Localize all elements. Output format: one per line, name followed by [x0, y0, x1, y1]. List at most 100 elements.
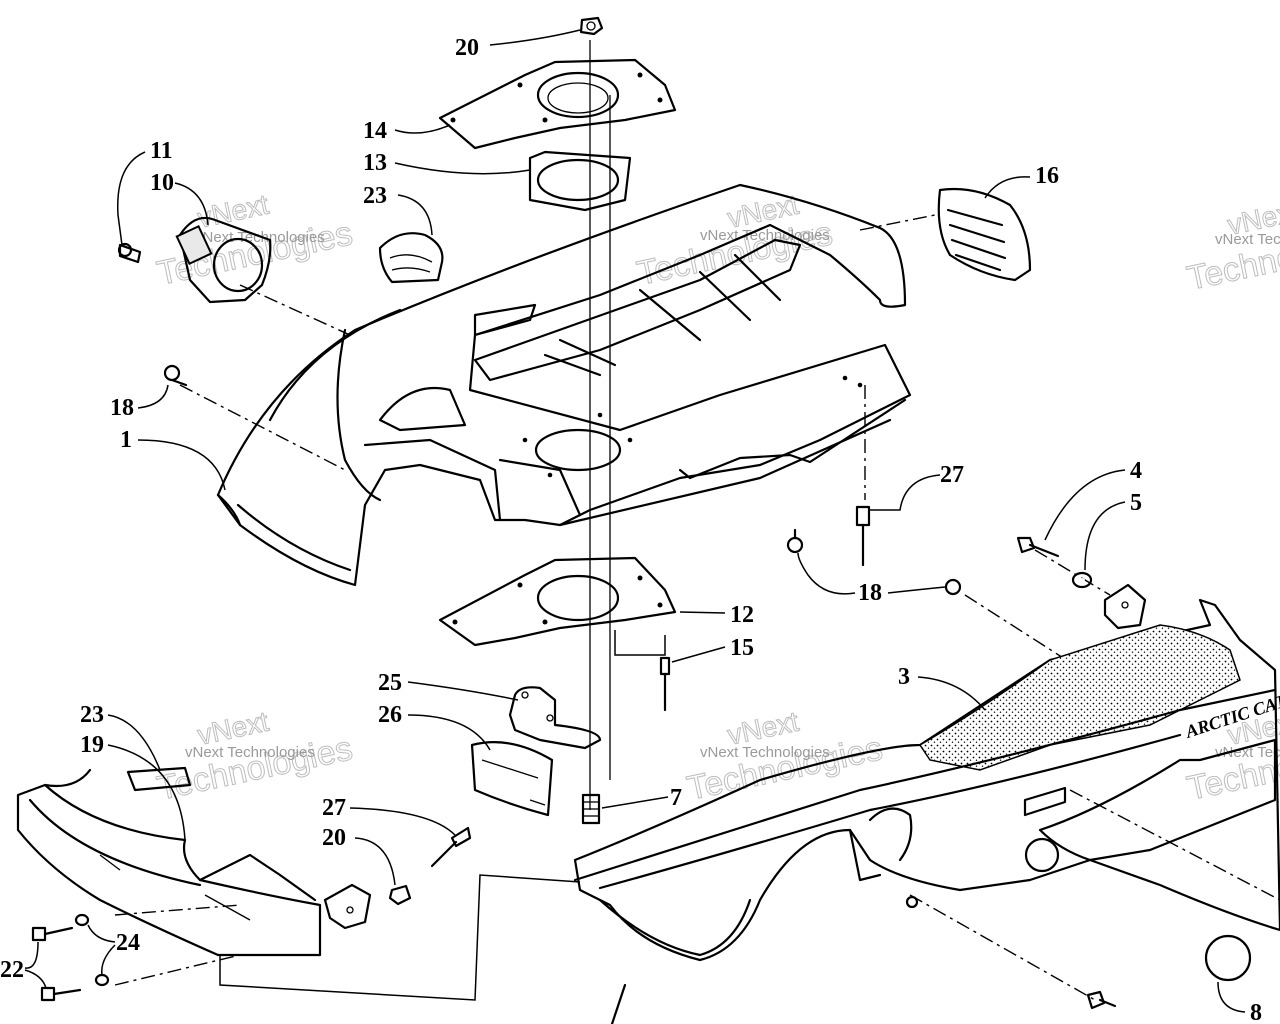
callout-14: 14 [363, 118, 387, 144]
bolt-axis [1034, 549, 1111, 596]
nut-top [579, 16, 604, 36]
leader-4 [1044, 469, 1126, 541]
callout-10: 10 [150, 170, 174, 196]
leader-12 [679, 611, 726, 614]
clip-bracket-right [1103, 583, 1147, 630]
leader-13 [394, 162, 531, 175]
tail-light-lens [378, 232, 444, 284]
callout-20-lower: 20 [322, 825, 346, 851]
callout-5: 5 [1130, 490, 1142, 516]
bracket-25 [508, 686, 602, 750]
callout-20-top: 20 [455, 35, 479, 61]
bottom-left-screw-axis-b [114, 954, 241, 986]
cap-8 [1204, 934, 1252, 982]
watermark-small: vNext Technologies [700, 227, 830, 244]
leader-22-b [24, 969, 47, 989]
lower-right-axis [909, 894, 1096, 1001]
callout-12: 12 [730, 602, 754, 628]
bottom-left-screw-axis-a [114, 904, 241, 916]
callout-8: 8 [1250, 1000, 1262, 1024]
callout-23-bottom: 23 [80, 702, 104, 728]
rivet-27-left [430, 826, 472, 868]
nut-20-lower [388, 884, 412, 906]
watermark-top-right: vNext Technologies vNext Technologies [1183, 195, 1280, 298]
bracket-line-15 [614, 630, 666, 656]
leader-27-left [349, 807, 456, 836]
leader-20-top [489, 29, 581, 46]
watermark-line2: Technologies [684, 729, 886, 807]
callout-15: 15 [730, 635, 754, 661]
callout-11: 11 [150, 138, 173, 164]
callout-7: 7 [670, 785, 682, 811]
screw-18-left [163, 364, 188, 387]
leader-16 [984, 176, 1031, 199]
callout-1: 1 [120, 427, 132, 453]
callout-27-left: 27 [322, 795, 346, 821]
leader-22-a [24, 941, 39, 969]
leader-23-bottom [107, 714, 161, 771]
callout-labels: 20 14 13 23 16 11 10 18 1 27 4 5 18 12 1… [0, 35, 1262, 1024]
callout-18-mid: 18 [858, 580, 882, 606]
leader-24-b [101, 944, 116, 976]
leader-lines [24, 29, 1246, 1013]
clamp-26 [470, 741, 554, 817]
leader-23-top [397, 194, 433, 236]
callout-13: 13 [363, 150, 387, 176]
leader-14 [394, 124, 451, 134]
watermark-small: vNext Technologies [185, 744, 315, 761]
callout-19: 19 [80, 732, 104, 758]
leader-25 [407, 681, 519, 701]
leader-26 [407, 714, 491, 751]
watermark-small: vNext Technologies [700, 744, 830, 761]
screw-axis-left [179, 384, 346, 471]
washer-5 [1071, 571, 1093, 589]
screw-18-mid [786, 528, 804, 554]
bottom-fasteners [610, 895, 1117, 1024]
bolt-4 [1016, 536, 1060, 558]
front-right-axis [1069, 789, 1280, 901]
callout-16: 16 [1035, 163, 1059, 189]
leader-1 [137, 439, 226, 491]
light-axis [239, 284, 351, 336]
leader-11 [116, 151, 146, 246]
rivet-27-right [855, 505, 871, 567]
bracket-line-bottom [219, 874, 581, 1001]
callout-24: 24 [116, 930, 140, 956]
leader-18-left [137, 384, 169, 409]
callout-26: 26 [378, 702, 402, 728]
leader-3 [917, 676, 986, 711]
mount-plate-bottom [438, 556, 677, 647]
callout-18-left: 18 [110, 395, 134, 421]
callout-22: 22 [0, 957, 24, 983]
leader-27-right [870, 474, 941, 511]
screws-22-24 [31, 913, 110, 1002]
watermark-bottom-left: vNext Technologies vNext Technologies [153, 705, 356, 808]
front-nose-panel: ARCTIC CAT [573, 598, 1280, 962]
callout-3: 3 [898, 664, 910, 690]
leader-18-right [887, 586, 946, 594]
watermark-small: vNext Technologies [1215, 231, 1280, 248]
mount-plate-top [438, 58, 677, 150]
hood-main-body [216, 183, 912, 587]
callout-27-right: 27 [940, 462, 964, 488]
leader-10 [174, 182, 209, 226]
leader-20-lower [354, 837, 396, 886]
bolt-7 [581, 793, 601, 825]
callout-4: 4 [1130, 458, 1142, 484]
leader-7 [601, 796, 669, 809]
leader-15 [671, 646, 726, 663]
headlight-assembly [117, 216, 272, 304]
leader-19 [107, 744, 186, 841]
assembly-centerlines [114, 40, 1280, 1001]
clip-bracket [323, 883, 372, 930]
side-vent [937, 187, 1032, 282]
lower-left-panel [16, 766, 322, 957]
screw-18-right [944, 578, 962, 596]
vent-axis [859, 214, 936, 231]
rivet-15 [659, 656, 671, 712]
leader-24-a [87, 924, 116, 943]
leader-5 [1084, 501, 1126, 571]
watermark-small: vNext Technologies [1215, 744, 1280, 761]
